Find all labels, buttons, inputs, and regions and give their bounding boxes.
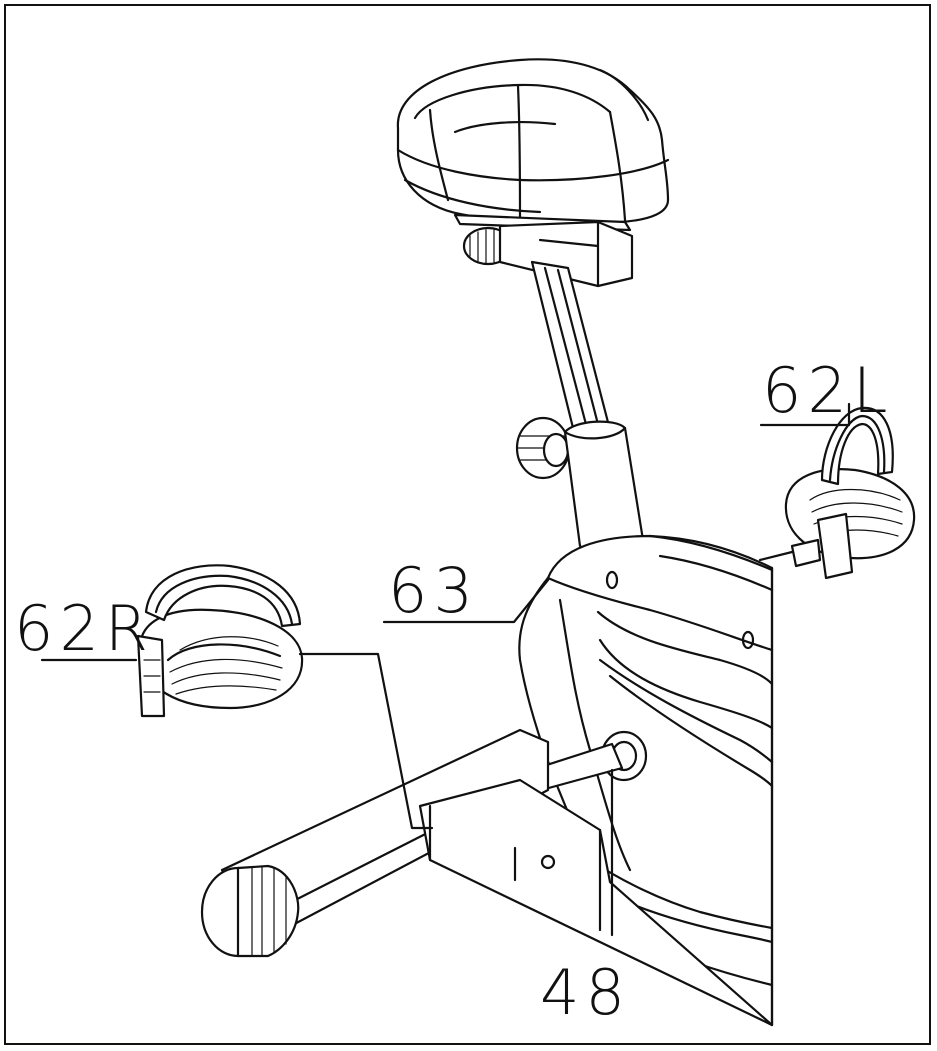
label-63: 63 (388, 554, 479, 627)
stabilizer-end-cap (200, 864, 300, 958)
main-body (518, 534, 774, 1027)
label-62R: 62R (14, 592, 154, 665)
seat-tube (563, 420, 645, 553)
seat (396, 58, 670, 232)
pedal-left (758, 406, 916, 580)
pedal-right (136, 564, 304, 718)
leader-lines (40, 402, 851, 937)
label-48: 48 (540, 956, 631, 1029)
label-62L: 62L (762, 354, 893, 427)
seat-post-knob (515, 416, 571, 480)
seat-post (530, 260, 612, 438)
